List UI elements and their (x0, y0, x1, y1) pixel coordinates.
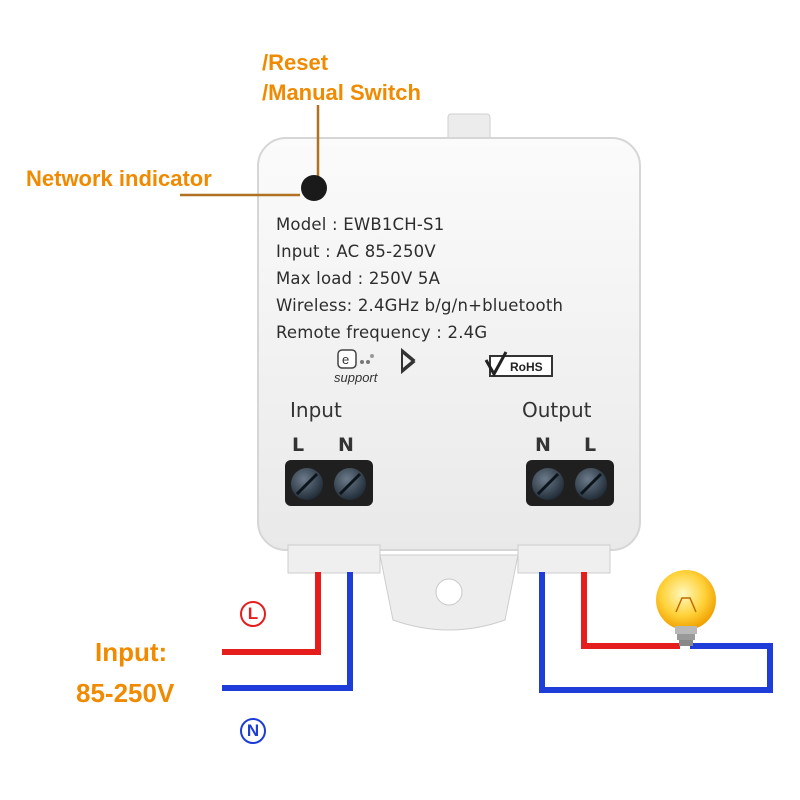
reset-button[interactable] (301, 175, 327, 201)
manual-switch-callout: /Manual Switch (262, 80, 421, 105)
input-voltage-title: Input: (95, 637, 168, 667)
rohs-label: RoHS (510, 360, 543, 374)
terminal-input-n-label: N (338, 434, 354, 456)
rohs-logo (484, 351, 553, 378)
spec-model: Model : EWB1CH-S1 (276, 215, 445, 234)
spec-input: Input : AC 85-250V (276, 242, 436, 261)
network-indicator-callout: Network indicator (26, 166, 212, 191)
spec-wireless: Wireless: 2.4GHz b/g/n+bluetooth (276, 296, 564, 315)
svg-text:e: e (342, 352, 349, 367)
device-right-foot (517, 544, 611, 574)
output-live-wire (581, 572, 680, 649)
spec-max-load: Max load : 250V 5A (276, 269, 441, 288)
esupport-logo: e (337, 349, 374, 369)
bluetooth-icon (401, 347, 416, 375)
terminal-output-title: Output (522, 398, 592, 422)
input-neutral-wire (222, 572, 353, 691)
input-voltage-range: 85-250V (76, 678, 175, 708)
light-bulb-icon (656, 570, 716, 646)
terminal-input-l-label: L (292, 434, 305, 456)
device-body (257, 137, 641, 551)
terminal-output-n-label: N (535, 434, 551, 456)
neutral-wire-badge: N (240, 718, 266, 744)
reset-callout: /Reset (262, 50, 329, 75)
mount-hole (435, 578, 463, 606)
terminal-output-l-label: L (584, 434, 597, 456)
live-wire-badge: L (240, 601, 266, 627)
terminal-input-title: Input (290, 398, 342, 422)
device-left-foot (287, 544, 381, 574)
input-live-wire (222, 572, 321, 655)
spec-remote-frequency: Remote frequency : 2.4G (276, 323, 488, 342)
esupport-label: support (334, 370, 378, 385)
output-neutral-wire (539, 572, 773, 693)
